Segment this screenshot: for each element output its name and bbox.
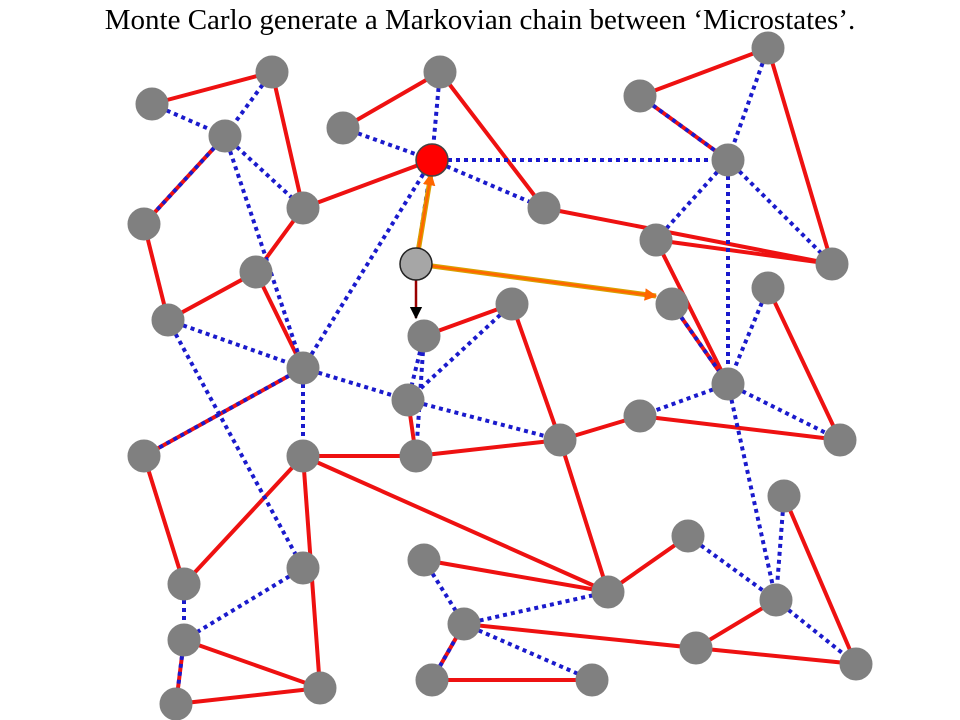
accepted-edge (422, 558, 610, 594)
accepted-edge (542, 206, 834, 266)
accepted-edge (558, 438, 610, 594)
microstate-node (151, 303, 185, 337)
microstate-node (407, 543, 441, 577)
dotted-edge (726, 383, 778, 601)
microstate-node (751, 31, 785, 65)
microstate-node (255, 55, 289, 89)
microstate-node (167, 623, 201, 657)
microstate-node (823, 423, 857, 457)
accepted-edges (142, 46, 858, 706)
microstate-node (447, 607, 481, 641)
microstate-node (286, 439, 320, 473)
microstate-node (286, 551, 320, 585)
dotted-edges (142, 47, 858, 705)
accepted-edge (270, 70, 305, 210)
accepted-edge (638, 46, 770, 98)
dotted-edge (143, 366, 304, 458)
accepted-edge (254, 270, 305, 370)
microstate-node (208, 119, 242, 153)
current-microstate-node (415, 143, 449, 177)
dotted-edge (166, 319, 305, 569)
accepted-edge (301, 158, 434, 210)
microstate-node (839, 647, 873, 681)
dotted-edge (774, 495, 786, 601)
dotted-edge (301, 158, 434, 370)
microstate-node (751, 271, 785, 305)
accepted-edge (166, 270, 258, 322)
accepted-edge (414, 438, 562, 458)
dotted-edge (726, 287, 770, 385)
microstate-node (623, 79, 657, 113)
microstate-node (286, 351, 320, 385)
microstate-node (399, 439, 433, 473)
microstate-node (159, 687, 193, 720)
microstate-node (759, 583, 793, 617)
dotted-edge (638, 94, 730, 162)
dotted-edge (727, 382, 841, 442)
dotted-edge (223, 135, 305, 369)
accepted-move-arrow (416, 172, 436, 253)
dotted-edge (726, 158, 834, 266)
microstate-node (127, 207, 161, 241)
microstate-node (623, 399, 657, 433)
microstate-node (423, 55, 457, 89)
microstate-node (303, 671, 337, 705)
accepted-edge (766, 46, 834, 266)
microstate-node (815, 247, 849, 281)
dotted-edge (686, 534, 778, 602)
accepted-edge (782, 494, 858, 666)
microstate-node (167, 567, 201, 601)
microstate-node (127, 439, 161, 473)
accepted-edge (654, 238, 834, 266)
microstate-node (326, 111, 360, 145)
microstate-node (591, 575, 625, 609)
accepted-edge (182, 454, 305, 586)
accepted-edge (341, 70, 442, 130)
microstate-node (239, 255, 273, 289)
microstate-node (495, 287, 529, 321)
accepted-edge (182, 638, 322, 690)
dotted-edge (774, 598, 858, 666)
dotted-edge (182, 566, 305, 642)
microstate-node (135, 87, 169, 121)
accepted-edge (301, 454, 610, 594)
accepted-edge (462, 622, 698, 650)
accepted-edge (174, 686, 322, 706)
accepted-edge (438, 70, 546, 210)
microstate-node (286, 191, 320, 225)
microstate-node (391, 383, 425, 417)
accepted-edge (150, 70, 274, 106)
proposed-move-arrow (431, 264, 658, 301)
dotted-edge (223, 134, 305, 210)
accepted-edge (638, 414, 842, 442)
start-microstate-node (399, 247, 433, 281)
dotted-edge (142, 134, 227, 226)
microstate-node (575, 663, 609, 697)
accepted-edge (694, 646, 858, 666)
microstate-node (407, 319, 441, 353)
move-arrows (409, 172, 658, 320)
slide-title: Monte Carlo generate a Markovian chain b… (104, 4, 856, 36)
microstate-nodes (127, 31, 873, 720)
accepted-edge (142, 454, 186, 586)
microstate-node (655, 287, 689, 321)
accepted-edge (766, 286, 842, 442)
dotted-edge (654, 158, 730, 242)
microstate-node (711, 367, 745, 401)
dotted-edge (463, 590, 609, 626)
microstate-node (671, 519, 705, 553)
accepted-edge (510, 302, 562, 442)
microstate-node (767, 479, 801, 513)
microstate-node (543, 423, 577, 457)
microstate-node (527, 191, 561, 225)
dotted-edge (407, 398, 561, 442)
microstate-node (679, 631, 713, 665)
microstate-node (711, 143, 745, 177)
accepted-edge (654, 238, 730, 386)
dotted-edge (726, 47, 770, 161)
microstate-node (415, 663, 449, 697)
dotted-edge (302, 366, 409, 402)
microstate-node (639, 223, 673, 257)
